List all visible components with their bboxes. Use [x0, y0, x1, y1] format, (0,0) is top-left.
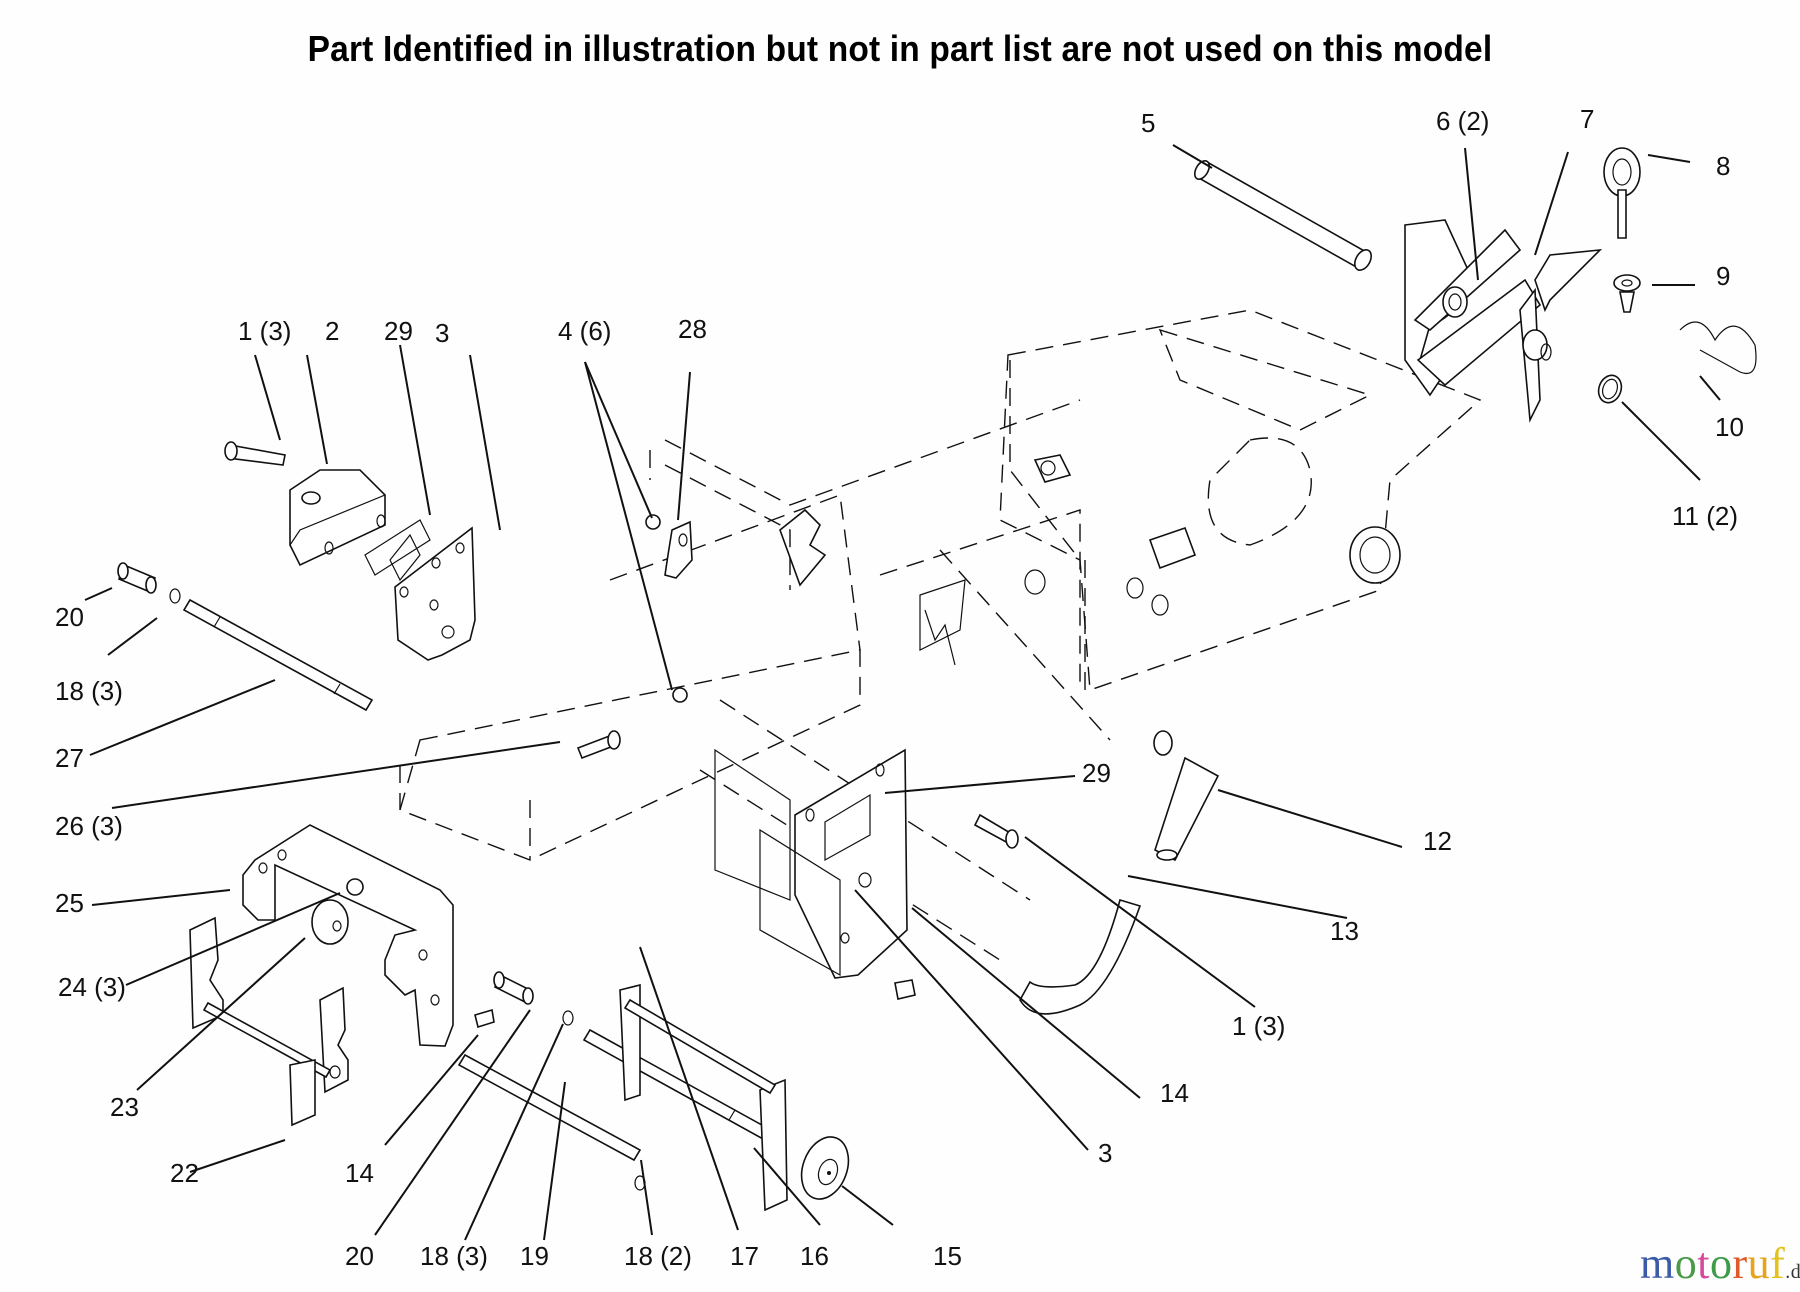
part-14-pin-right — [894, 979, 916, 1000]
callout-22: 22 — [170, 1158, 199, 1188]
callout-28: 28 — [678, 314, 707, 344]
callout-12: 12 — [1423, 826, 1452, 856]
callout-29-lower: 29 — [1082, 758, 1111, 788]
part-9-washer — [1613, 274, 1641, 313]
callout-2: 2 — [325, 316, 339, 346]
callout-1-3-upper: 1 (3) — [238, 316, 291, 346]
callout-19: 19 — [520, 1241, 549, 1271]
part-3-plate-lower — [794, 748, 908, 979]
callout-18-3-upper: 18 (3) — [55, 676, 123, 706]
part-15-wheel — [800, 1136, 850, 1200]
part-28-clip — [664, 520, 693, 579]
part-2-bracket — [289, 469, 386, 567]
callout-9: 9 — [1716, 261, 1730, 291]
transaxle-assembly-outline — [999, 309, 1482, 691]
callout-18-3-lower: 18 (3) — [420, 1241, 488, 1271]
callout-23: 23 — [110, 1092, 139, 1122]
part-20-spacer-lower — [493, 971, 534, 1005]
callout-26-3: 26 (3) — [55, 811, 123, 841]
callout-8: 8 — [1716, 151, 1730, 181]
callout-7: 7 — [1580, 104, 1594, 134]
part-18-clip-upper — [169, 588, 181, 604]
part-4-nuts — [645, 514, 688, 703]
callout-13: 13 — [1330, 916, 1359, 946]
callout-20-upper: 20 — [55, 602, 84, 632]
part-13-handle — [1019, 898, 1142, 1015]
part-26-bolt — [576, 730, 621, 760]
part-11-ring — [1597, 374, 1623, 404]
callout-3-lower: 3 — [1098, 1138, 1112, 1168]
callout-14-right: 14 — [1160, 1078, 1189, 1108]
part-8-eye-bolt — [1603, 147, 1641, 239]
part-14-pin-lower — [474, 1008, 495, 1029]
watermark-letter: t — [1697, 1239, 1710, 1288]
callout-6-2: 6 (2) — [1436, 106, 1489, 136]
callout-29-upper: 29 — [384, 316, 413, 346]
part-10-hairpin-clip — [1679, 321, 1757, 374]
watermark-letter: o — [1709, 1239, 1733, 1288]
leader-lines — [84, 144, 1721, 1241]
part-29-plate-lower — [714, 748, 841, 977]
watermark-logo: motoruf — [1640, 1239, 1785, 1288]
callout-16: 16 — [800, 1241, 829, 1271]
part-12-sleeve — [1154, 756, 1220, 862]
watermark-letter: m — [1640, 1239, 1675, 1288]
part-7-hitch-bracket — [1404, 219, 1603, 423]
callout-labels: 1 (3) 2 29 3 4 (6) 28 5 6 (2) 7 8 9 10 1… — [55, 104, 1744, 1271]
callout-10: 10 — [1715, 412, 1744, 442]
callout-18-2: 18 (2) — [624, 1241, 692, 1271]
part-5-pin — [1193, 160, 1372, 271]
callout-1-3-lower: 1 (3) — [1232, 1011, 1285, 1041]
part-1-bolt-lower — [973, 813, 1019, 849]
callout-5: 5 — [1141, 108, 1155, 138]
callout-17: 17 — [730, 1241, 759, 1271]
part-19-rod — [457, 1053, 642, 1162]
part-3-plate-upper — [394, 526, 476, 661]
watermark-letter: o — [1674, 1239, 1698, 1288]
part-16-shaft — [582, 1028, 782, 1147]
watermark-letter: u — [1747, 1239, 1771, 1288]
diagram-title: Part Identified in illustration but not … — [307, 28, 1493, 69]
callout-20-lower: 20 — [345, 1241, 374, 1271]
part-24-nut — [346, 878, 364, 896]
part-23-roller — [311, 899, 349, 945]
frame-rails-outline — [399, 399, 1111, 961]
callout-15: 15 — [933, 1241, 962, 1271]
part-27-rod — [182, 598, 374, 712]
callout-4-6: 4 (6) — [558, 316, 611, 346]
callout-14-lower: 14 — [345, 1158, 374, 1188]
part-18-clip-lower — [562, 1010, 574, 1026]
callout-3-upper: 3 — [435, 318, 449, 348]
motoruf-watermark: motoruf.de — [1640, 1238, 1800, 1289]
part-25-u-bracket — [242, 824, 454, 1047]
part-29-plate-upper — [364, 519, 431, 582]
cross-tube-outline — [649, 450, 1173, 756]
callout-24-3: 24 (3) — [58, 972, 126, 1002]
part-22-hook-bracket — [189, 916, 349, 1127]
watermark-letter: f — [1770, 1239, 1786, 1288]
callout-25: 25 — [55, 888, 84, 918]
watermark-letter: r — [1732, 1239, 1748, 1288]
callout-27: 27 — [55, 743, 84, 773]
callout-11-2: 11 (2) — [1672, 501, 1738, 531]
watermark-tld: .de — [1785, 1261, 1800, 1283]
part-1-bolt-upper — [224, 441, 286, 466]
part-20-spacer-upper — [117, 562, 157, 594]
